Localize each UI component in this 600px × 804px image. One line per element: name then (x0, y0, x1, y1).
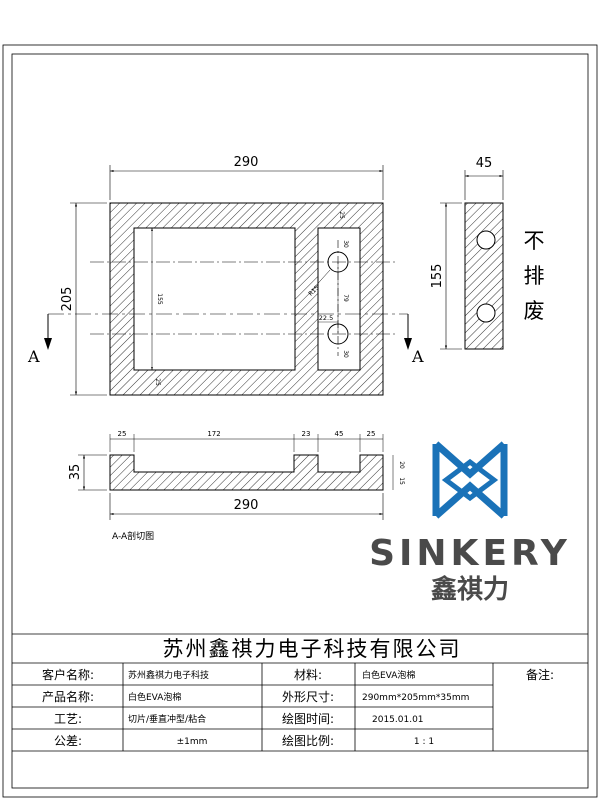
dim-section-height: 35 (68, 464, 83, 481)
dim-depth: 20 (398, 461, 405, 469)
top-view: A A 290 205 155 25 25 30 30 79 R15 22.5 (27, 155, 424, 396)
outer-border (2, 44, 598, 798)
value-process: 切片/垂直冲型/粘合 (128, 713, 206, 725)
dim-hole-spacing: 79 (342, 294, 349, 302)
seg-dim-1: 25 (118, 430, 127, 438)
title-row-2: 产品名称: 白色EVA泡棉 外形尺寸: 290mm*205mm*35mm (42, 689, 469, 704)
note-char-2: 排 (524, 264, 545, 288)
seg-dim-2: 172 (207, 430, 220, 438)
section-marker-left: A (27, 347, 40, 366)
inner-border (11, 53, 589, 789)
label-customer: 客户名称: (42, 667, 94, 682)
seg-dim-3: 23 (302, 430, 311, 438)
dim-side-width: 45 (476, 156, 493, 171)
section-caption: A-A剖切图 (112, 530, 154, 542)
label-date: 绘图时间: (282, 711, 334, 726)
dim-hole-bottom: 30 (342, 350, 349, 358)
label-size: 外形尺寸: (282, 690, 334, 704)
title-row-3: 工艺: 切片/垂直冲型/粘合 绘图时间: 2015.01.01 (54, 711, 424, 726)
label-product: 产品名称: (42, 689, 94, 704)
dim-frame-bottom: 25 (154, 378, 161, 386)
note-char-3: 废 (524, 299, 545, 323)
dim-section-width: 290 (234, 498, 259, 513)
label-tolerance: 公差: (54, 734, 82, 748)
logo-mark-icon (432, 441, 508, 519)
title-row-4: 公差: ±1mm 绘图比例: 1 : 1 (54, 733, 434, 748)
value-product: 白色EVA泡棉 (128, 691, 181, 703)
logo-chinese: 鑫祺力 (431, 574, 509, 605)
value-tolerance: ±1mm (177, 737, 208, 747)
value-scale: 1 : 1 (414, 737, 434, 747)
label-scale: 绘图比例: (282, 733, 334, 748)
value-date: 2015.01.01 (372, 715, 424, 725)
dim-width-top: 290 (234, 155, 259, 170)
dim-side-height: 155 (430, 264, 445, 289)
dim-hole-offset: 22.5 (319, 314, 333, 322)
title-block (12, 633, 588, 752)
top-view-body (109, 202, 384, 396)
label-process: 工艺: (54, 712, 82, 726)
side-view: 45 155 不 排 废 (430, 156, 545, 350)
note-char-1: 不 (524, 229, 545, 253)
section-view: 25 172 23 45 25 35 20 15 290 A-A剖切图 (68, 430, 405, 542)
logo-brand: SINKERY (369, 533, 571, 574)
dim-height: 205 (60, 287, 75, 312)
dim-frame-top: 25 (338, 211, 345, 219)
title-row-1: 客户名称: 苏州鑫祺力电子科技 材料: 白色EVA泡棉 备注: (42, 667, 554, 682)
dim-bottom-thick: 15 (398, 477, 405, 485)
dim-hole-top: 30 (342, 240, 349, 248)
company-logo: SINKERY 鑫祺力 (369, 441, 571, 605)
value-material: 白色EVA泡棉 (362, 669, 415, 681)
seg-dim-5: 25 (367, 430, 376, 438)
company-name: 苏州鑫祺力电子科技有限公司 (163, 637, 462, 661)
dim-inner-height: 155 (156, 293, 163, 305)
value-size: 290mm*205mm*35mm (362, 693, 469, 703)
value-customer: 苏州鑫祺力电子科技 (128, 669, 209, 681)
seg-dim-4: 45 (335, 430, 344, 438)
label-material: 材料: (294, 668, 322, 682)
section-body (109, 454, 384, 491)
section-marker-right: A (411, 347, 424, 366)
side-view-body (464, 202, 504, 350)
label-remarks: 备注: (526, 667, 554, 682)
